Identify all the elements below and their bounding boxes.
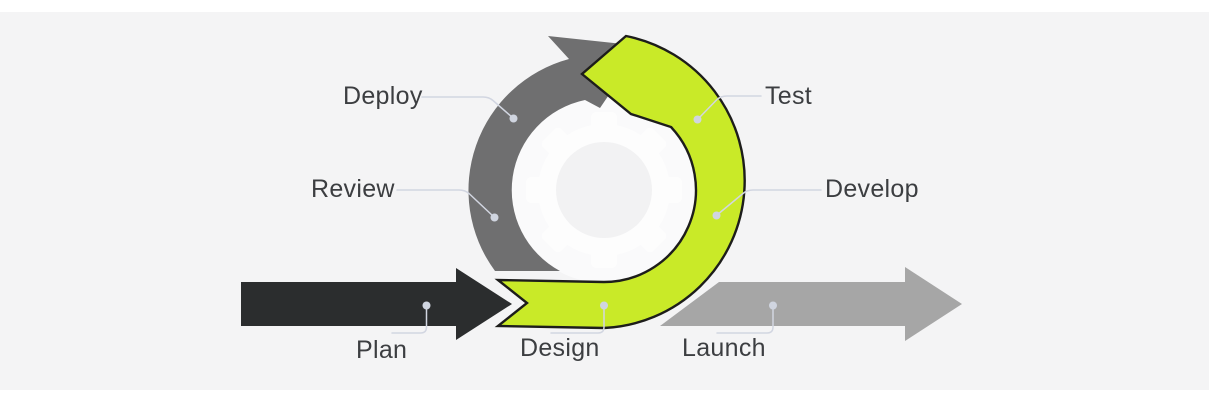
design-anchor-dot <box>600 301 608 310</box>
launch-anchor-dot <box>769 301 777 310</box>
plan-arrow <box>241 268 512 340</box>
deploy-leader-line <box>421 96 514 119</box>
develop-leader-line <box>716 189 822 216</box>
bottom-frame-strip <box>0 390 1209 402</box>
review-anchor-dot <box>490 213 499 222</box>
develop-anchor-dot <box>712 211 721 220</box>
top-frame-strip <box>0 0 1209 12</box>
test-label: Test <box>765 82 813 110</box>
launch-label: Launch <box>682 334 766 362</box>
gray-loop-arrow <box>468 36 642 271</box>
gear-hole <box>556 142 652 238</box>
plan-leader-line <box>391 306 428 334</box>
launch-arrow <box>660 267 962 341</box>
develop-label: Develop <box>825 175 919 203</box>
design-label: Design <box>520 334 600 362</box>
design-leader-line <box>550 306 605 334</box>
test-anchor-dot <box>693 115 702 124</box>
plan-label: Plan <box>356 336 408 364</box>
deploy-label: Deploy <box>343 82 423 110</box>
test-leader-line <box>697 95 762 120</box>
launch-leader-line <box>716 306 774 334</box>
leader-lines <box>391 95 822 334</box>
plan-anchor-dot <box>422 301 431 310</box>
review-leader-line <box>396 189 495 218</box>
gear-icon <box>526 112 682 268</box>
review-label: Review <box>311 175 395 203</box>
deploy-anchor-dot <box>509 114 518 123</box>
green-loop-arrow <box>494 34 746 330</box>
anchor-dots <box>422 114 777 310</box>
